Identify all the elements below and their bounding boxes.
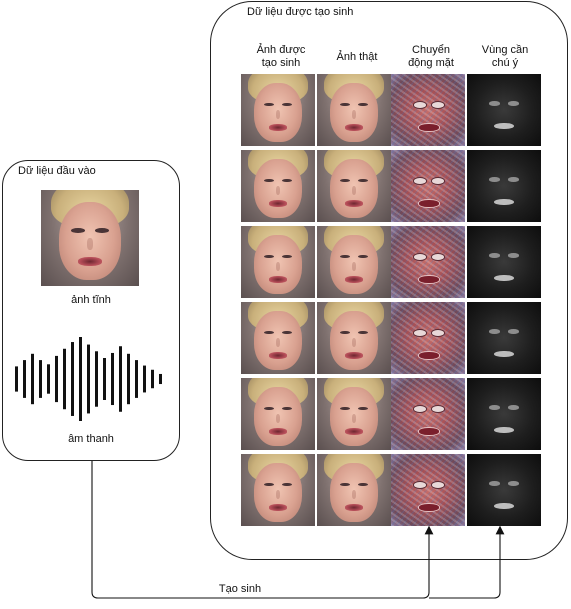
waveform-bar [63,348,66,410]
face-motion-map [391,226,465,298]
audio-waveform-icon [15,337,162,421]
waveform-bar [15,366,18,392]
face-motion-map [391,302,465,374]
generated-image [241,454,315,526]
column-header-attention-area: Vùng cần chú ý [481,44,529,69]
waveform-bar [47,364,50,394]
attention-map [467,378,541,450]
waveform-bar [151,369,154,389]
waveform-bar [111,352,114,406]
waveform-bar [135,360,138,398]
generated-image [241,378,315,450]
still-image-caption: ảnh tĩnh [71,294,111,306]
audio-caption: âm thanh [68,433,114,445]
waveform-bar [39,360,42,398]
still-image [41,190,139,286]
waveform-bar [79,337,82,421]
face-motion-map [391,454,465,526]
waveform-bar [143,365,146,393]
generated-image [241,302,315,374]
attention-map [467,226,541,298]
face-motion-map [391,74,465,146]
waveform-bar [71,342,74,416]
attention-map [467,74,541,146]
waveform-bar [119,346,122,412]
waveform-bar [31,353,34,405]
real-image [317,226,391,298]
column-header-generated-image: Ảnh được tạo sinh [256,44,306,69]
real-image [317,454,391,526]
waveform-bar [159,373,162,385]
connector-label: Tạo sinh [190,583,290,595]
waveform-bar [23,360,26,398]
waveform-bar [103,358,106,400]
output-panel-title: Dữ liệu được tạo sinh [247,6,354,18]
generated-image [241,74,315,146]
face-motion-map [391,150,465,222]
waveform-bar [87,344,90,414]
waveform-bar [55,355,58,403]
attention-map [467,302,541,374]
column-header-face-motion: Chuyển động mặt [408,44,454,69]
column-header-real-image: Ảnh thật [336,51,378,63]
real-image [317,150,391,222]
real-image [317,74,391,146]
waveform-bar [95,351,98,407]
input-panel-title: Dữ liệu đầu vào [18,165,96,177]
waveform-bar [127,353,130,405]
attention-map [467,454,541,526]
attention-map [467,150,541,222]
input-data-panel: Dữ liệu đầu vào ảnh tĩnh âm thanh [2,160,180,461]
generated-image [241,226,315,298]
real-image [317,302,391,374]
real-image [317,378,391,450]
generated-data-panel: Dữ liệu được tạo sinh Ảnh được tạo sinh … [210,1,568,560]
generated-image [241,150,315,222]
face-motion-map [391,378,465,450]
